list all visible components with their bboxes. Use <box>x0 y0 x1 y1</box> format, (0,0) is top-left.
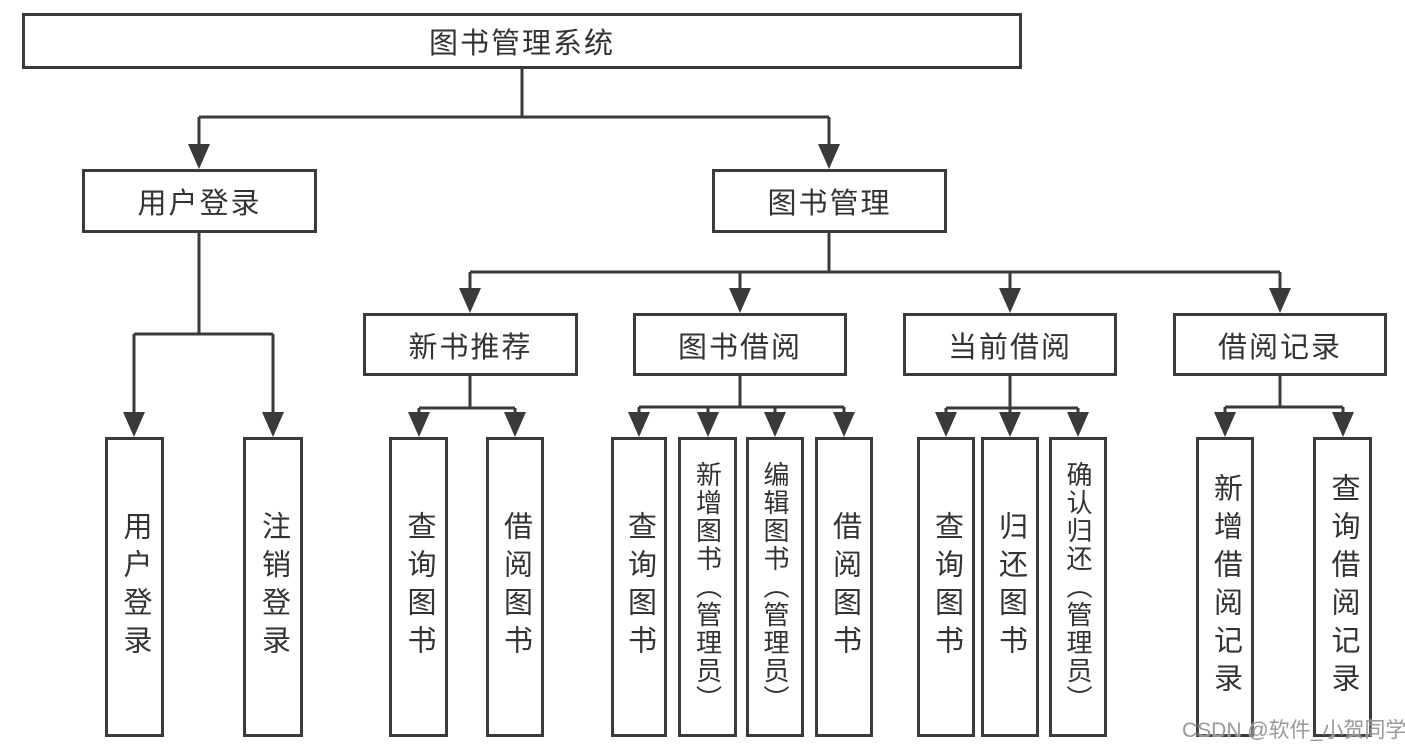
leaf-borrow-books-recommend: 借阅图书 <box>486 437 544 737</box>
leaf-query-borrow-record: 查询借阅记录 <box>1313 437 1372 737</box>
node-book-management: 图书管理 <box>712 169 947 233</box>
leaf-add-book-admin: 新增图书（管理员） <box>678 437 737 737</box>
leaf-label: 注销登录 <box>257 511 290 663</box>
node-label: 图书管理系统 <box>428 28 615 60</box>
leaf-label: 查询图书 <box>403 511 435 663</box>
leaf-label: 查询图书 <box>623 511 656 663</box>
node-label: 新书推荐 <box>408 331 533 364</box>
leaf-label: 借阅图书 <box>828 511 861 663</box>
tree-edges <box>132 69 1345 434</box>
leaf-query-books-borrow: 查询图书 <box>611 437 667 737</box>
node-user-login: 用户登录 <box>82 169 317 233</box>
leaf-edit-book-admin: 编辑图书（管理员） <box>746 437 804 737</box>
arrowheads <box>123 144 1354 437</box>
node-borrow-records: 借阅记录 <box>1173 313 1387 376</box>
node-new-book-recommend: 新书推荐 <box>363 313 578 376</box>
leaf-label: 查询图书 <box>930 511 963 663</box>
node-label: 当前借阅 <box>947 331 1072 364</box>
node-label: 借阅记录 <box>1217 331 1342 364</box>
leaf-return-book: 归还图书 <box>981 437 1039 737</box>
leaf-label: 用户登录 <box>119 511 151 663</box>
leaf-label: 新增图书（管理员） <box>692 461 723 713</box>
node-label: 图书借阅 <box>677 331 802 364</box>
leaf-user-login: 用户登录 <box>105 437 164 737</box>
node-library-management-system: 图书管理系统 <box>22 13 1022 69</box>
leaf-query-books-recommend: 查询图书 <box>389 437 448 737</box>
leaf-label: 确认归还（管理员） <box>1063 461 1093 713</box>
leaf-borrow-books: 借阅图书 <box>815 437 873 737</box>
leaf-label: 查询借阅记录 <box>1327 473 1359 701</box>
leaf-label: 归还图书 <box>994 511 1027 663</box>
leaf-confirm-return-admin: 确认归还（管理员） <box>1049 437 1107 737</box>
leaf-label: 借阅图书 <box>499 511 532 663</box>
node-label: 图书管理 <box>767 188 892 220</box>
leaf-add-borrow-record: 新增借阅记录 <box>1196 437 1254 737</box>
leaf-label: 编辑图书（管理员） <box>760 461 790 713</box>
node-label: 用户登录 <box>137 188 262 220</box>
node-current-borrow: 当前借阅 <box>903 313 1117 376</box>
leaf-logout: 注销登录 <box>243 437 303 737</box>
csdn-watermark: CSDN @软件_小贺同学 <box>1182 719 1405 742</box>
leaf-label: 新增借阅记录 <box>1209 473 1242 701</box>
node-book-borrow: 图书借阅 <box>633 313 847 376</box>
leaf-query-books-current: 查询图书 <box>917 437 975 737</box>
